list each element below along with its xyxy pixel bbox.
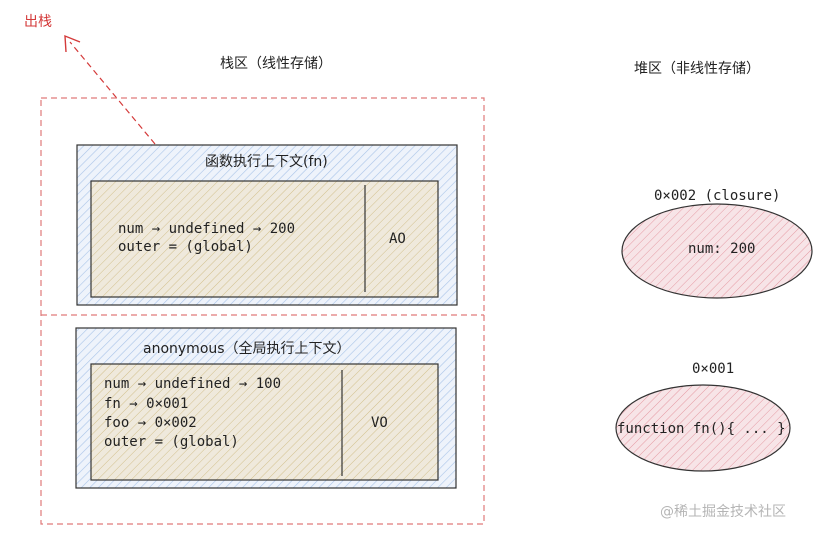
closure-address: 0×002 (closure) [654,188,780,204]
global-context-frame [90,363,439,481]
pop-arrow-icon [64,34,156,145]
fn-context-line: num → undefined → 200 [118,221,295,237]
function-address: 0×001 [692,361,734,377]
global-context: anonymous（全局执行上下文） num → undefined → 100… [75,327,457,489]
global-context-line: outer = (global) [104,434,239,450]
watermark: @稀土掘金技术社区 [660,504,786,520]
heap-title: 堆区（非线性存储） [634,61,760,77]
pop-label: 出栈 [24,14,52,30]
fn-context-title: 函数执行上下文(fn) [205,154,328,170]
fn-context: 函数执行上下文(fn) num → undefined → 200 outer … [76,144,458,306]
function-object [615,384,791,472]
stack-area [40,97,485,525]
global-context-line: foo → 0×002 [104,415,197,431]
fn-context-line: outer = (global) [118,239,253,255]
fn-context-tag: AO [389,231,406,247]
function-content: function fn(){ ... } [617,421,786,437]
closure-object [621,203,813,299]
fn-context-frame [90,180,439,298]
global-context-line: fn → 0×001 [104,396,188,412]
closure-content: num: 200 [688,241,755,257]
global-context-tag: VO [371,415,388,431]
global-context-line: num → undefined → 100 [104,376,281,392]
stack-title: 栈区（线性存储） [220,56,332,72]
global-context-title: anonymous（全局执行上下文） [143,340,351,357]
